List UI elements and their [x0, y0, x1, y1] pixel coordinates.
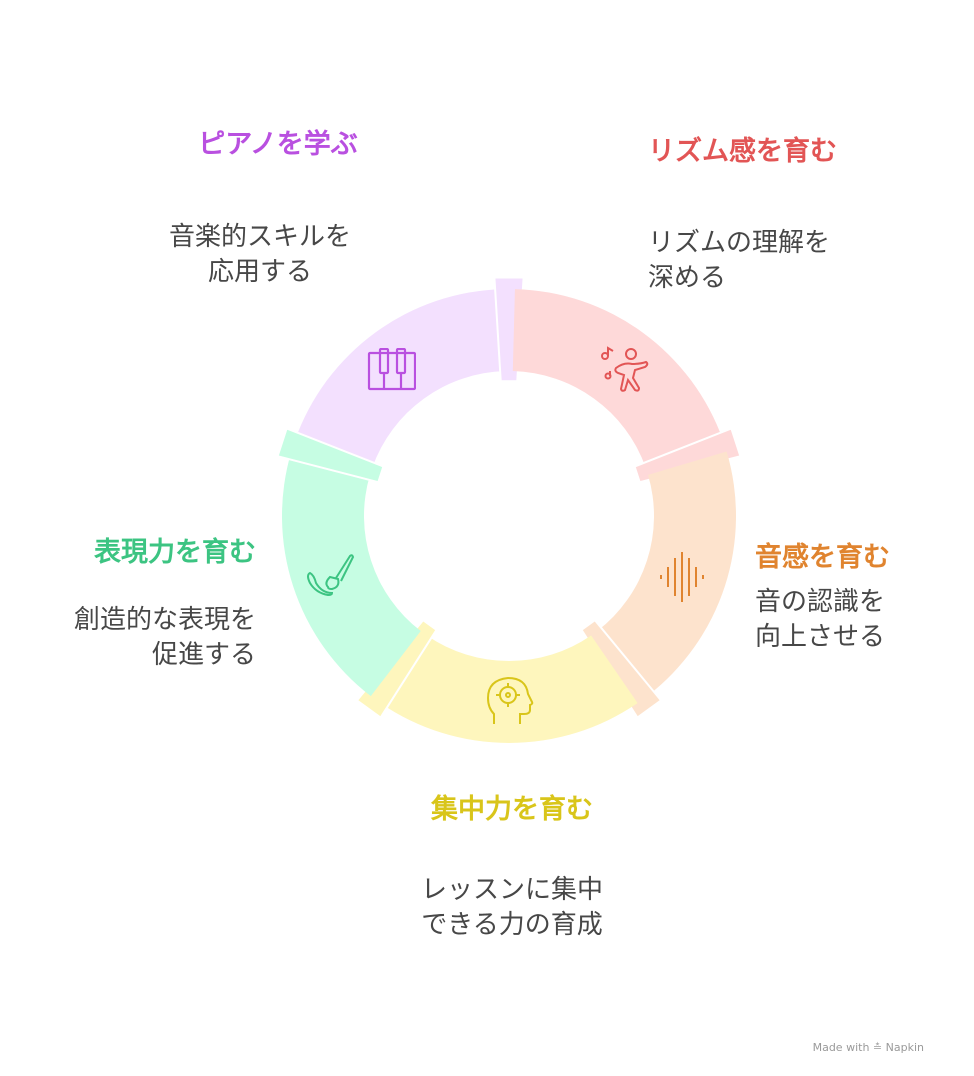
desc-line: できる力の育成 — [421, 910, 603, 940]
title-rhythm: リズム感を育む — [648, 136, 837, 167]
desc-line: 音の認識を — [755, 587, 886, 617]
desc-rhythm: リズムの理解を 深める — [648, 226, 830, 296]
made-with-label: Made with — [812, 1041, 870, 1054]
paintbrush-icon — [307, 554, 355, 597]
desc-focus: レッスンに集中 できる力の育成 — [421, 873, 603, 943]
segment-focus — [380, 635, 638, 743]
desc-line: 音楽的スキルを — [168, 222, 352, 252]
connector-tab-pitch — [580, 618, 663, 720]
connector-tab-rhythm — [633, 427, 742, 484]
segment-expression — [282, 451, 421, 697]
title-focus: 集中力を育む — [431, 794, 593, 825]
napkin-logo-icon: ≛ — [872, 1041, 883, 1054]
desc-line: レッスンに集中 — [420, 875, 604, 905]
desc-expression: 創造的な表現を 促進する — [74, 603, 256, 673]
dancing-person-icon — [601, 346, 649, 392]
desc-line: 応用する — [207, 257, 313, 287]
segment-rhythm — [512, 289, 723, 468]
connector-tab-expression — [276, 427, 385, 484]
sound-wave-icon — [660, 552, 704, 602]
title-piano: ピアノを学ぶ — [198, 129, 358, 160]
desc-line: 創造的な表現を — [73, 605, 256, 635]
desc-piano: 音楽的スキルを 応用する — [169, 220, 351, 290]
desc-line: 促進する — [151, 640, 256, 670]
focus-head-icon — [487, 676, 534, 724]
piano-keys-icon — [367, 348, 416, 391]
desc-line: 深める — [648, 263, 727, 293]
title-expression: 表現力を育む — [94, 537, 256, 568]
title-pitch: 音感を育む — [755, 542, 890, 573]
desc-line: リズムの理解を — [648, 228, 831, 258]
napkin-footer: Made with ≛ Napkin — [813, 1041, 924, 1054]
connector-tab-focus — [355, 618, 438, 720]
desc-line: 向上させる — [755, 622, 886, 652]
desc-pitch: 音の認識を 向上させる — [755, 585, 885, 655]
segment-pitch — [597, 451, 736, 697]
napkin-brand-label: Napkin — [885, 1041, 924, 1054]
